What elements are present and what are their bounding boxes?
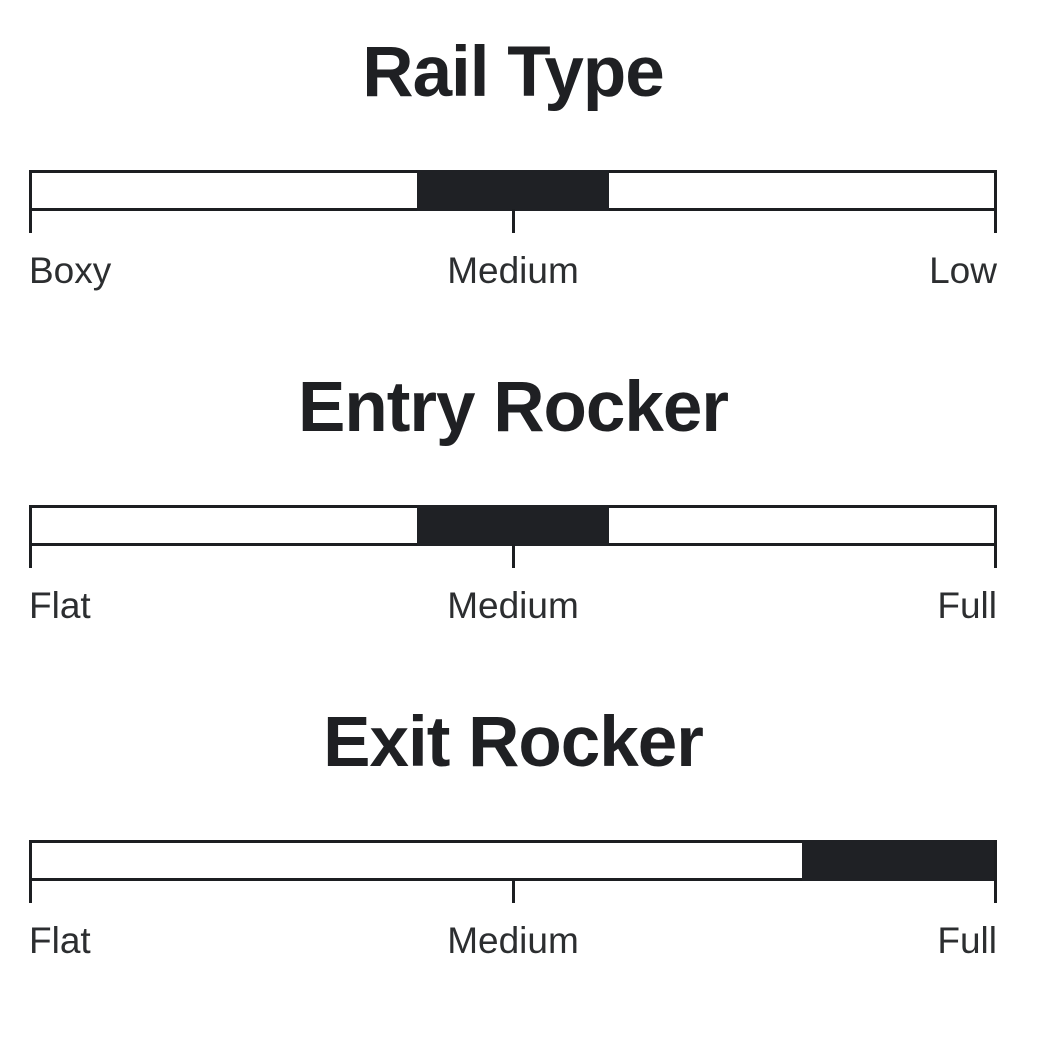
gauge-title: Exit Rocker bbox=[323, 703, 704, 782]
axis-label-left: Flat bbox=[29, 920, 91, 961]
gauge-track bbox=[29, 505, 997, 546]
gauge-fill-segment bbox=[801, 840, 994, 881]
axis-label-center: Medium bbox=[447, 585, 579, 626]
gauge-section-rail-type: Rail Type Boxy Medium Low bbox=[29, 0, 997, 335]
axis-label-right: Full bbox=[937, 585, 997, 626]
axis-tick-left bbox=[29, 209, 32, 233]
axis-label-center: Medium bbox=[447, 250, 579, 291]
axis-tick-left bbox=[29, 544, 32, 568]
gauge-section-exit-rocker: Exit Rocker Flat Medium Full bbox=[29, 670, 997, 1005]
axis-tick-right bbox=[994, 209, 997, 233]
axis-label-center: Medium bbox=[447, 920, 579, 961]
axis-label-right: Full bbox=[937, 920, 997, 961]
spec-gauges-figure: Rail Type Boxy Medium Low Entry Rocker F… bbox=[29, 0, 997, 1042]
gauge-title: Entry Rocker bbox=[298, 368, 729, 447]
axis-tick-center bbox=[512, 209, 515, 233]
gauge-section-entry-rocker: Entry Rocker Flat Medium Full bbox=[29, 335, 997, 670]
gauge-fill-segment bbox=[416, 505, 610, 546]
axis-label-left: Boxy bbox=[29, 250, 112, 291]
axis-tick-right bbox=[994, 544, 997, 568]
axis-tick-right bbox=[994, 879, 997, 903]
gauge-track bbox=[29, 840, 997, 881]
axis-label-left: Flat bbox=[29, 585, 91, 626]
axis-labels: Boxy Medium Low bbox=[29, 252, 997, 302]
axis-label-right: Low bbox=[929, 250, 997, 291]
axis-labels: Flat Medium Full bbox=[29, 922, 997, 972]
axis-labels: Flat Medium Full bbox=[29, 587, 997, 637]
gauge-fill-segment bbox=[416, 170, 610, 211]
axis-tick-left bbox=[29, 879, 32, 903]
gauge-title: Rail Type bbox=[362, 33, 664, 112]
gauge-track bbox=[29, 170, 997, 211]
axis-tick-center bbox=[512, 879, 515, 903]
axis-tick-center bbox=[512, 544, 515, 568]
